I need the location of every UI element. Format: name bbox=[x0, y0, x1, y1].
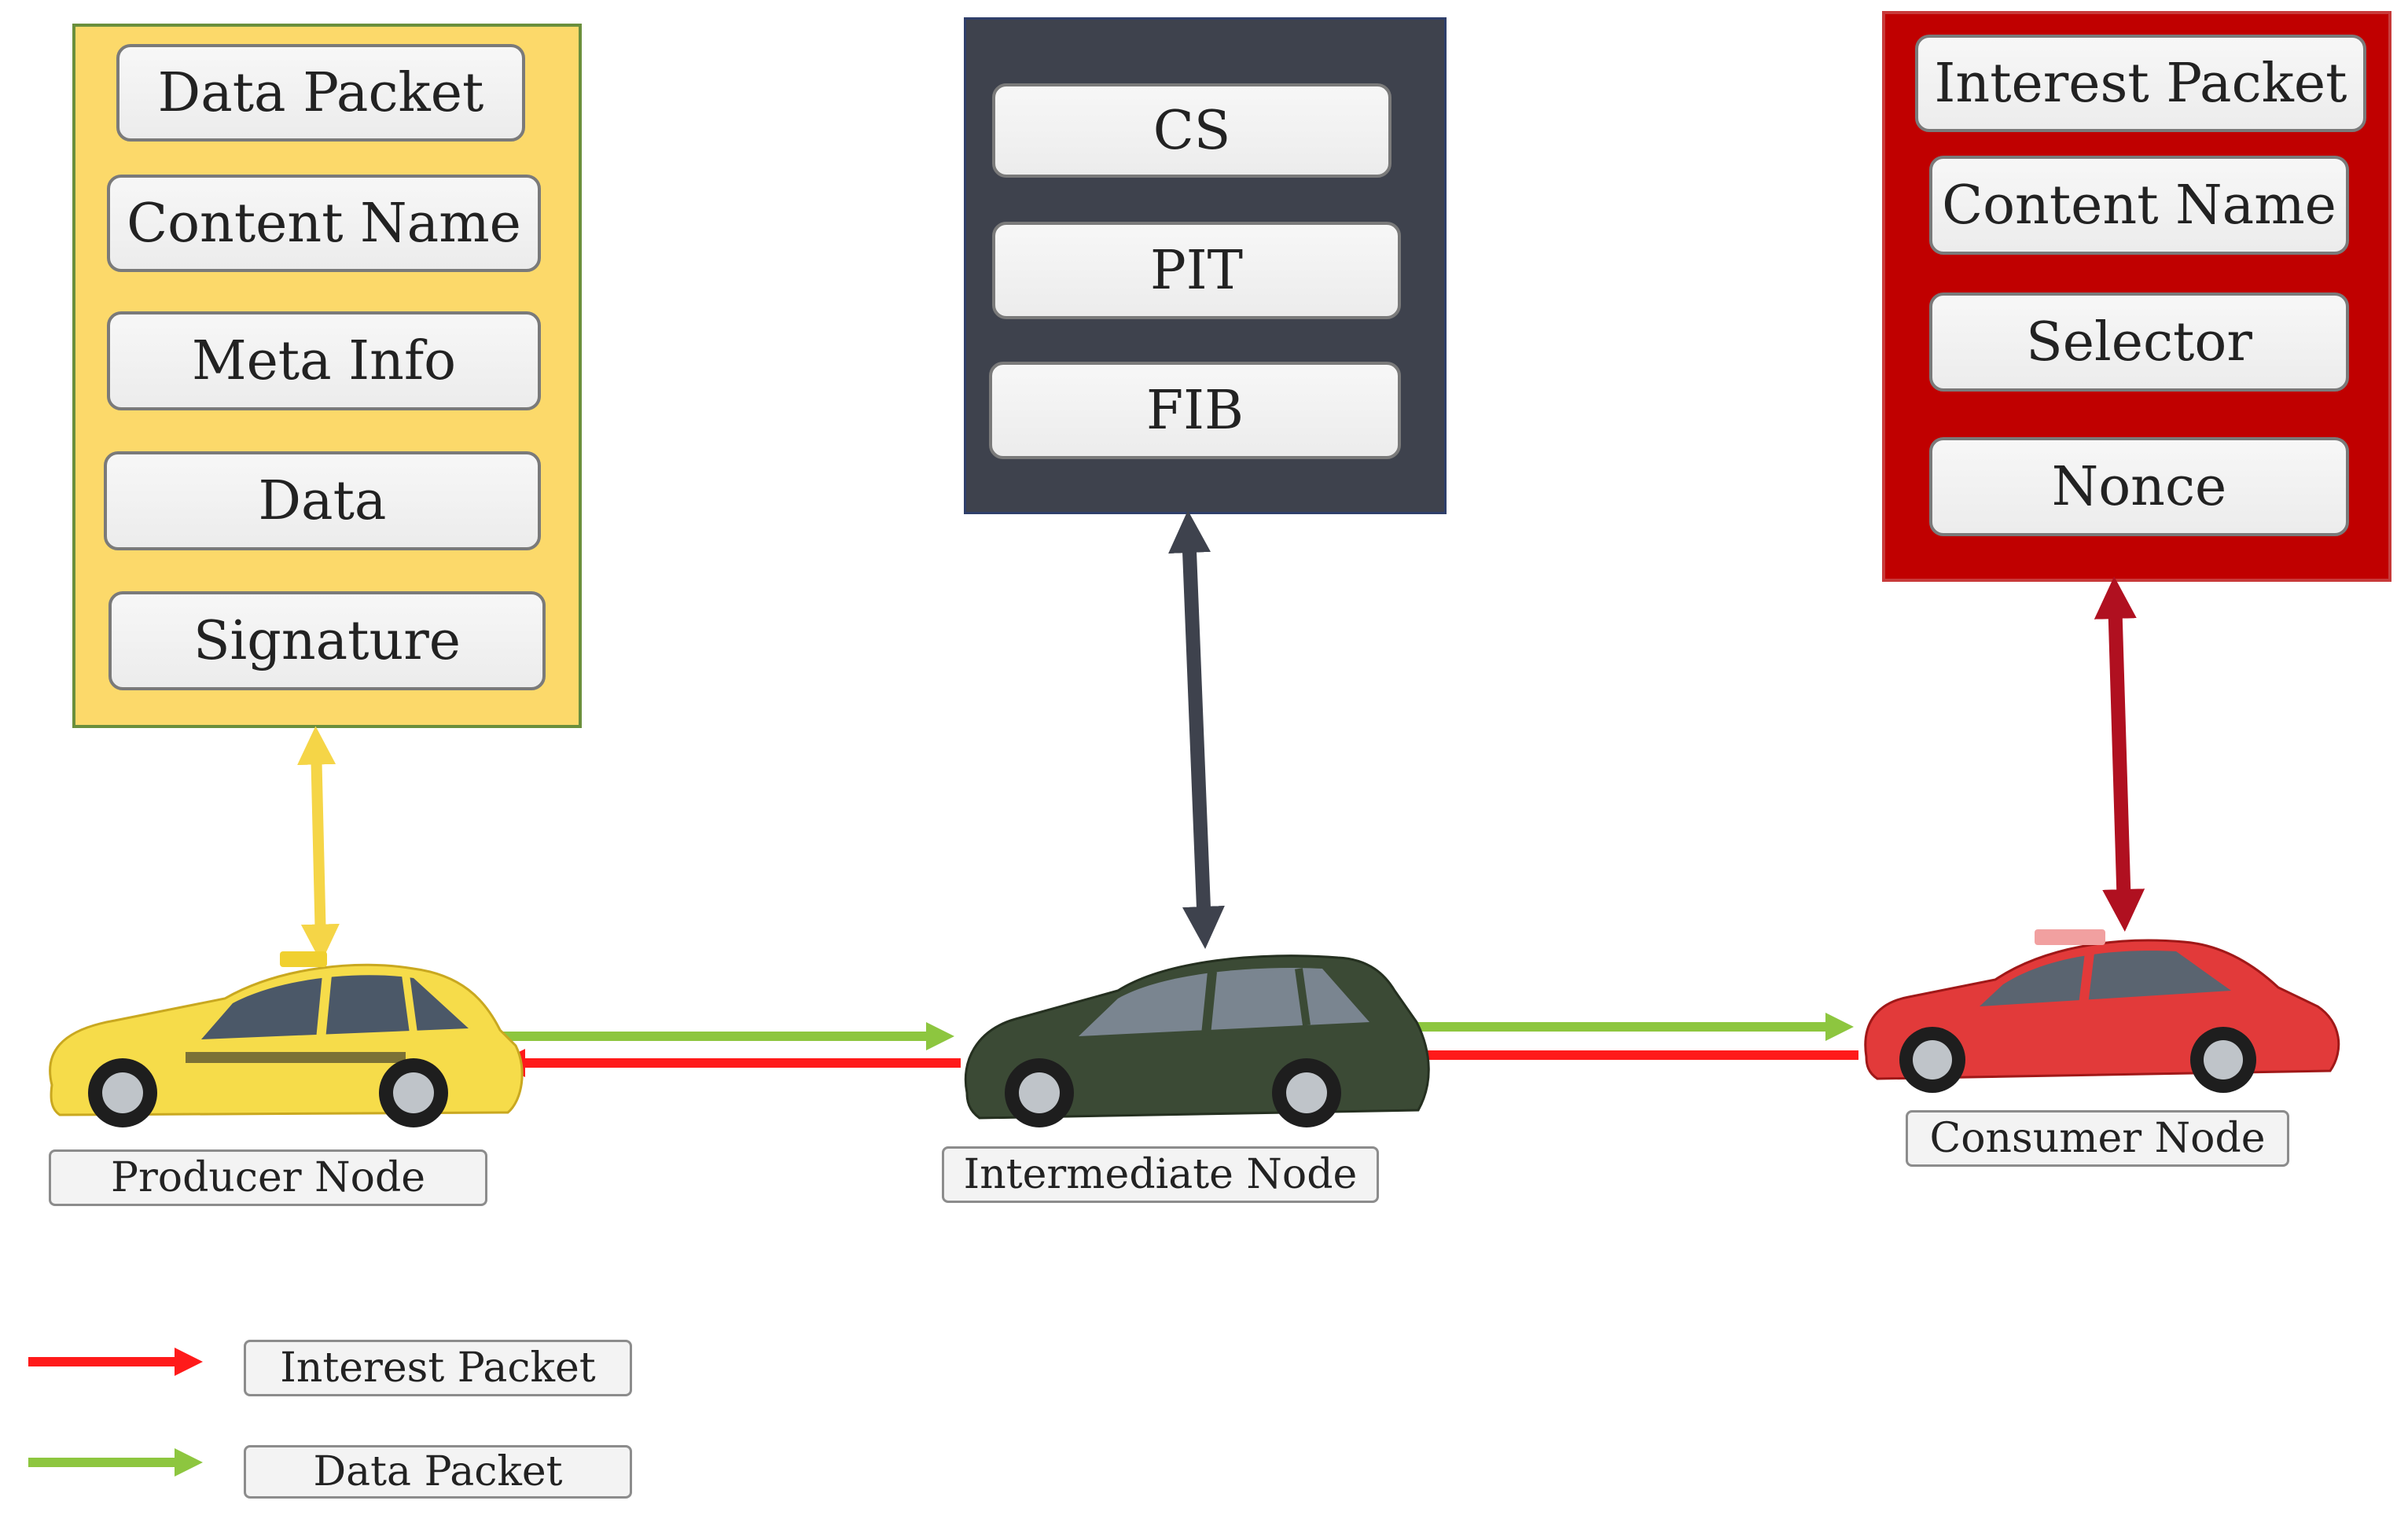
consumer-field-content-name: Content Name bbox=[1929, 156, 2349, 255]
intermediate-field-cs: CS bbox=[992, 83, 1391, 178]
consumer-field-nonce: Nonce bbox=[1929, 437, 2349, 536]
intermediate-field-pit: PIT bbox=[992, 222, 1401, 319]
producer-field-meta-info: Meta Info bbox=[107, 311, 541, 410]
intermediate-link-arrow bbox=[1168, 510, 1225, 949]
legend-data-label: Data Packet bbox=[244, 1445, 632, 1499]
producer-field-content-name: Content Name bbox=[107, 175, 541, 272]
producer-link-arrow bbox=[297, 726, 340, 963]
consumer-link-arrow bbox=[2094, 576, 2145, 932]
intermediate-node-label: Intermediate Node bbox=[942, 1146, 1379, 1203]
intermediate-field-fib: FIB bbox=[989, 362, 1401, 459]
consumer-field-selector: Selector bbox=[1929, 292, 2349, 392]
consumer-node-label: Consumer Node bbox=[1906, 1110, 2289, 1167]
producer-car bbox=[49, 951, 524, 1127]
producer-field-signature: Signature bbox=[108, 591, 546, 690]
producer-field-data-packet: Data Packet bbox=[116, 44, 525, 142]
legend-interest-label: Interest Packet bbox=[244, 1340, 632, 1396]
consumer-field-interest-packet: Interest Packet bbox=[1915, 35, 2366, 132]
producer-field-data: Data bbox=[104, 451, 541, 550]
intermediate-car bbox=[964, 954, 1430, 1127]
consumer-car bbox=[1864, 929, 2340, 1093]
producer-node-label: Producer Node bbox=[49, 1149, 487, 1206]
